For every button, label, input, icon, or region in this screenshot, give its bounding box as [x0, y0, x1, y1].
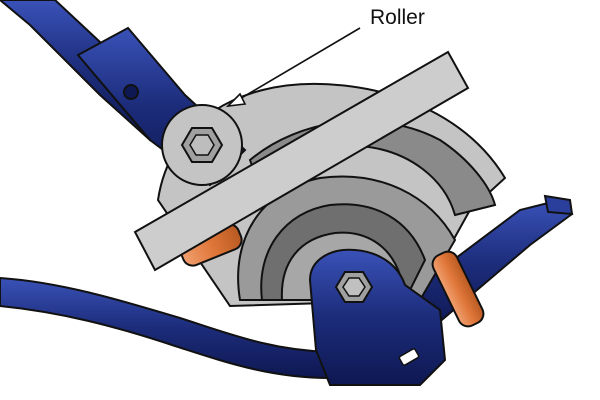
roller-label: Roller [370, 6, 425, 29]
right-handle-tip [543, 194, 574, 216]
copper-pipe-right [431, 250, 485, 328]
pivot-slot [398, 348, 420, 366]
roller [161, 104, 243, 186]
handle-rivet [123, 84, 139, 100]
callout-arrowhead [225, 92, 247, 108]
guide-bar [133, 50, 470, 272]
callout-arrow-line [237, 27, 361, 101]
